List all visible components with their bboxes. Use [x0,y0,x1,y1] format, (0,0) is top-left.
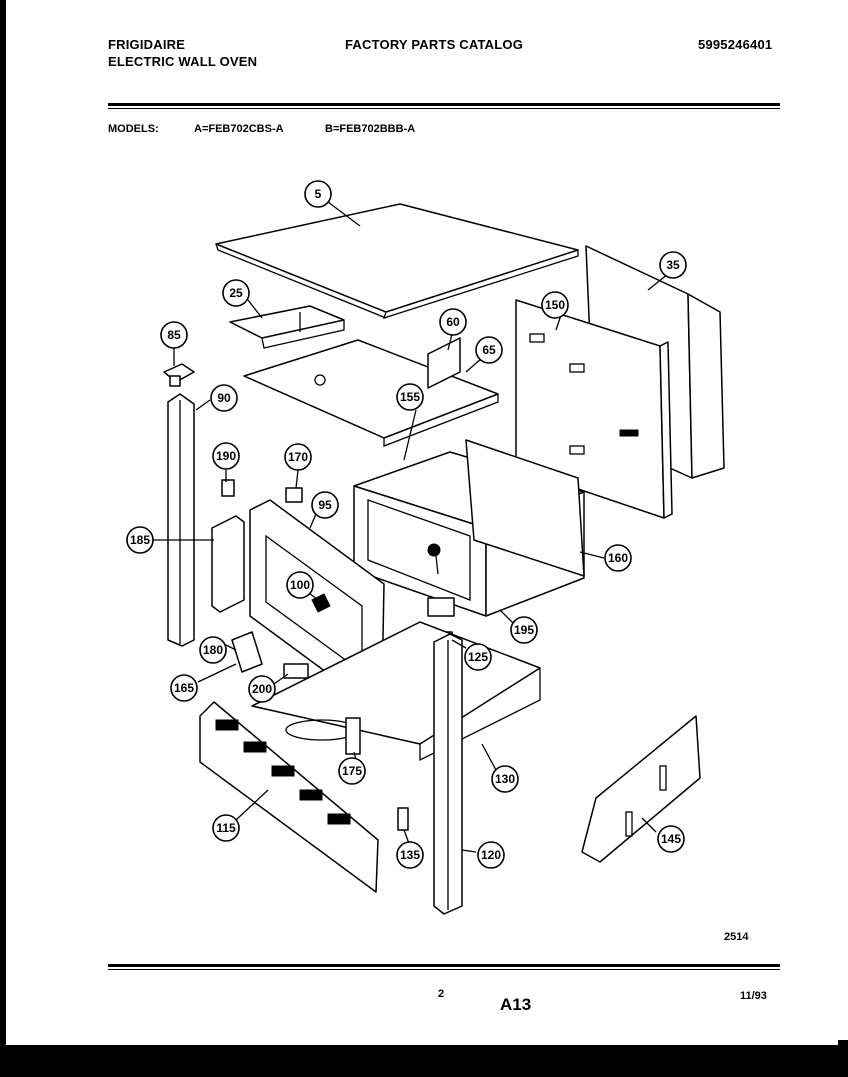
svg-text:120: 120 [481,848,501,862]
callout-115: 115 [212,814,240,842]
left-side-rail-part [167,393,195,647]
catalog-title: FACTORY PARTS CATALOG [345,37,524,52]
callout-165: 165 [170,674,198,702]
drawing-number: 2514 [724,931,749,943]
vent-panel-part [199,701,379,893]
callout-85: 85 [160,321,188,349]
callout-125: 125 [464,643,492,671]
callout-25: 25 [222,279,250,307]
footer-rule-thin [108,969,780,970]
svg-text:155: 155 [400,390,420,404]
callout-90: 90 [210,384,238,412]
svg-text:180: 180 [203,643,223,657]
svg-text:125: 125 [468,650,488,664]
callout-160: 160 [604,544,632,572]
header-rule-thin [108,108,780,109]
scan-corner [838,1040,848,1077]
callout-200: 200 [248,675,276,703]
callout-155: 155 [396,383,424,411]
svg-text:150: 150 [545,298,565,312]
section-code: A13 [500,995,532,1014]
bottom-clip-part [345,717,361,755]
callout-175: 175 [338,757,366,785]
models-label: MODELS: [108,123,159,135]
svg-text:100: 100 [290,578,310,592]
callout-185: 185 [126,526,154,554]
clip-part [163,363,195,387]
page-number: 2 [438,988,445,1000]
fastener-part [285,487,303,503]
svg-text:160: 160 [608,551,628,565]
callout-5: 5 [304,180,332,208]
footer-rule-thick [108,964,780,967]
svg-text:90: 90 [217,391,231,405]
rear-wall-part [515,299,673,519]
svg-text:60: 60 [446,315,460,329]
svg-text:35: 35 [666,258,680,272]
catalog-number: 5995246401 [698,37,773,52]
callout-180: 180 [199,636,227,664]
callout-190: 190 [212,442,240,470]
callout-65: 65 [475,336,503,364]
svg-text:190: 190 [216,449,236,463]
lower-bracket-part [231,631,263,673]
spacer-part [211,515,245,613]
rear-gasket-frame-part [465,439,585,577]
oven-top-plate-part [243,339,499,447]
svg-text:200: 200 [252,682,272,696]
right-side-rail-part [433,633,463,915]
callout-145: 145 [657,825,685,853]
front-clip-part [397,807,409,831]
svg-text:25: 25 [229,286,243,300]
callout-120: 120 [477,841,505,869]
callout-60: 60 [439,308,467,336]
header-rule-thick [108,103,780,106]
lower-tab-part [283,663,309,679]
callout-130: 130 [491,765,519,793]
callout-170: 170 [284,443,312,471]
callout-150: 150 [541,291,569,319]
tab-part [221,479,235,497]
callout-35: 35 [659,251,687,279]
product-name: ELECTRIC WALL OVEN [108,54,258,69]
model-b: B=FEB702BBB-A [325,123,416,135]
svg-text:5: 5 [315,187,322,201]
scan-left-edge [0,0,6,1077]
svg-text:115: 115 [216,821,236,835]
svg-text:195: 195 [514,623,534,637]
callout-135: 135 [396,841,424,869]
svg-text:165: 165 [174,681,194,695]
svg-text:130: 130 [495,772,515,786]
svg-text:170: 170 [288,450,308,464]
svg-text:95: 95 [318,498,332,512]
bracket-part [229,305,345,349]
callout-100: 100 [286,571,314,599]
mounting-bracket-part [581,715,701,863]
callout-195: 195 [510,616,538,644]
leader-lines [150,201,669,853]
scan-bottom-edge [0,1045,848,1077]
model-a: A=FEB702CBS-A [194,123,284,135]
callout-95: 95 [311,491,339,519]
svg-text:175: 175 [342,764,362,778]
svg-text:185: 185 [130,533,150,547]
svg-text:65: 65 [482,343,496,357]
svg-text:145: 145 [661,832,681,846]
top-panel-part [215,203,579,320]
svg-text:135: 135 [400,848,420,862]
revision-date: 11/93 [740,990,767,1002]
brand-name: FRIGIDAIRE [108,37,186,52]
svg-text:85: 85 [167,328,181,342]
